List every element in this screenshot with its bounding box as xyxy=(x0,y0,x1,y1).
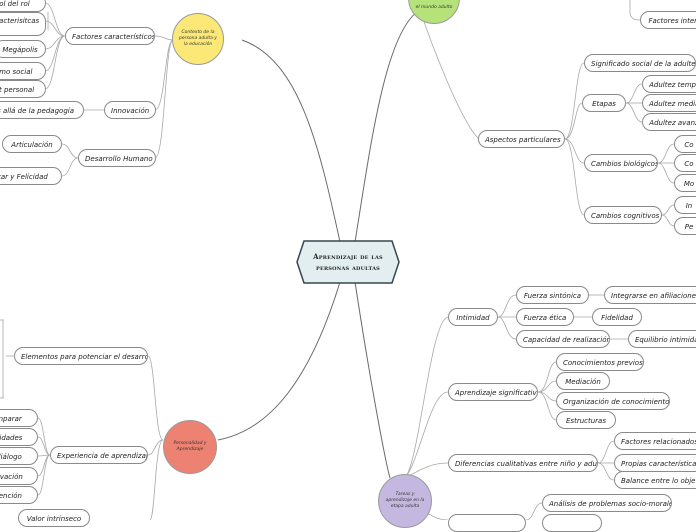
node-cambios-cognitivos[interactable]: Cambios cognitivos xyxy=(584,206,662,224)
node-factores-caracteristicos[interactable]: Factores característicos xyxy=(65,27,155,45)
node-significado-social[interactable]: Significado social de la adultez xyxy=(584,54,696,72)
node-diferencias-cualitativas[interactable]: Diferencias cualitativas entre niño y ad… xyxy=(448,454,598,472)
node-biologico-3[interactable]: Mo xyxy=(674,174,696,192)
node-balance-objetivo[interactable]: Balance entre lo objetiv xyxy=(614,471,696,489)
node-fuerza-etica[interactable]: Fuerza ética xyxy=(516,308,574,326)
node-capacidad-realizacion[interactable]: Capacidad de realización xyxy=(516,330,610,348)
node-comparar[interactable]: mparar xyxy=(0,409,38,427)
node-soporte-personal[interactable]: ort personal xyxy=(0,80,46,98)
topic-personality-label: Personalidad y Aprendizaje xyxy=(173,441,207,452)
node-analisis-problemas[interactable]: Análisis de problemas socio-morales xyxy=(542,494,672,512)
node-innovacion[interactable]: Innovación xyxy=(104,101,156,119)
node-aspectos-particulares[interactable]: Aspectos particulares xyxy=(478,130,565,148)
central-title-line2: personas adultas xyxy=(315,263,380,272)
node-experiencia-aprendizaje[interactable]: Experiencia de aprendizaje xyxy=(50,446,148,464)
node-valor-intrinseco[interactable]: Valor intrínseco xyxy=(18,509,90,527)
node-fidelidad[interactable]: Fidelidad xyxy=(592,308,642,326)
node-equilibrio-intimidad[interactable]: Equilibrio intimidad xyxy=(628,330,696,348)
node-adultez-temprana[interactable]: Adultez tempr xyxy=(642,75,696,93)
central-topic-shape xyxy=(296,240,400,284)
node-cambios-biologicos[interactable]: Cambios biológicos xyxy=(584,154,658,172)
node-articulacion[interactable]: Articulación xyxy=(2,135,62,153)
node-mas-alla-pedagogia[interactable]: mas allá de la pedagogía xyxy=(0,101,84,119)
node-estructuras[interactable]: Estructuras xyxy=(556,411,616,429)
node-desarrollo-humano[interactable]: Desarrollo Humano xyxy=(78,149,156,167)
node-adultez-avanzada[interactable]: Adultez avanz xyxy=(642,113,696,131)
node-aprendizaje-significativo[interactable]: Aprendizaje significativo xyxy=(448,383,538,401)
topic-context[interactable]: Contexto de la persona adulta y la educa… xyxy=(172,13,224,65)
node-intimidad[interactable]: Intimidad xyxy=(448,308,498,326)
node-atencion[interactable]: tención xyxy=(0,486,38,504)
node-cognitivo-1[interactable]: In xyxy=(674,196,696,214)
central-topic[interactable]: Aprendizaje de las personas adultas xyxy=(296,240,400,284)
topic-tasks-label: Tareas y aprendizaje en la etapa adulta xyxy=(385,492,425,509)
node-conocimientos-previos[interactable]: Conocimientos previos xyxy=(556,353,644,371)
node-tareas-placeholder[interactable] xyxy=(448,514,526,532)
topic-personality[interactable]: Personalidad y Aprendizaje xyxy=(163,420,217,474)
node-dialogo[interactable]: diálogo xyxy=(0,447,38,465)
node-factores-interpersonales[interactable]: Factores interp xyxy=(640,11,696,29)
node-capacidades[interactable]: cidades xyxy=(0,428,38,446)
node-fuerza-sintonica[interactable]: Fuerza sintónica xyxy=(516,286,589,304)
node-motivacion[interactable]: tivación xyxy=(0,467,38,485)
node-integrarse-afiliaciones[interactable]: Integrarse en afiliaciones so xyxy=(604,286,696,304)
central-title-line1: Aprendizaje de las xyxy=(313,252,383,261)
topic-world-label: el mundo adulto xyxy=(415,5,453,10)
connector-lines xyxy=(0,0,675,520)
node-bienestar-felicidad[interactable]: estar y Felicidad xyxy=(0,167,62,185)
node-analisis-sibling[interactable] xyxy=(542,514,602,532)
node-biologico-1[interactable]: Co xyxy=(674,135,696,153)
node-adultez-media[interactable]: Adultez media xyxy=(642,94,696,112)
node-mediacion[interactable]: Mediación xyxy=(556,372,610,390)
node-biologico-2[interactable]: Co xyxy=(674,154,696,172)
node-etapas[interactable]: Etapas xyxy=(582,94,626,112)
node-elementos-potenciar[interactable]: Elementos para potenciar el desarrollo xyxy=(14,347,148,365)
topic-context-label: Contexto de la persona adulta y la educa… xyxy=(179,30,217,47)
node-cognitivo-2[interactable]: Pe xyxy=(674,217,696,235)
node-propias-caracteristicas[interactable]: Propias características xyxy=(614,454,696,472)
node-caracteristicas[interactable]: Caracterisitcas xyxy=(0,12,46,36)
node-rol[interactable]: rol del rol xyxy=(0,0,46,12)
node-megapolis[interactable]: Megápolis xyxy=(0,40,46,58)
topic-tasks[interactable]: Tareas y aprendizaje en la etapa adulta xyxy=(378,474,432,528)
node-organizacion-conocimientos[interactable]: Organización de conocimientos xyxy=(556,392,670,410)
node-factores-relacionados[interactable]: Factores relacionados c xyxy=(614,432,696,450)
